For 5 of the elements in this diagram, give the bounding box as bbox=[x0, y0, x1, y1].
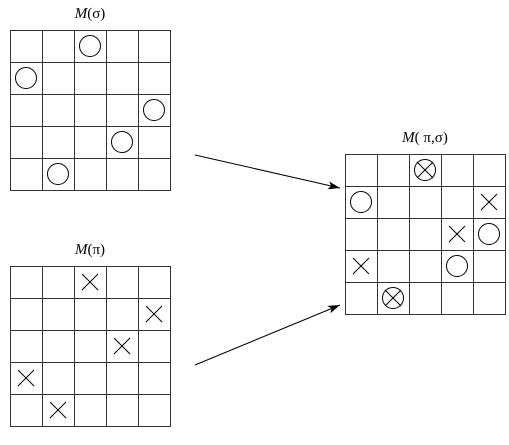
arrow bbox=[194, 304, 340, 366]
arrow bbox=[194, 154, 340, 190]
matrix-title: M(π) bbox=[74, 241, 106, 260]
matrix-title: M( π,σ) bbox=[402, 129, 448, 148]
matrix-title: M(σ) bbox=[74, 5, 106, 24]
